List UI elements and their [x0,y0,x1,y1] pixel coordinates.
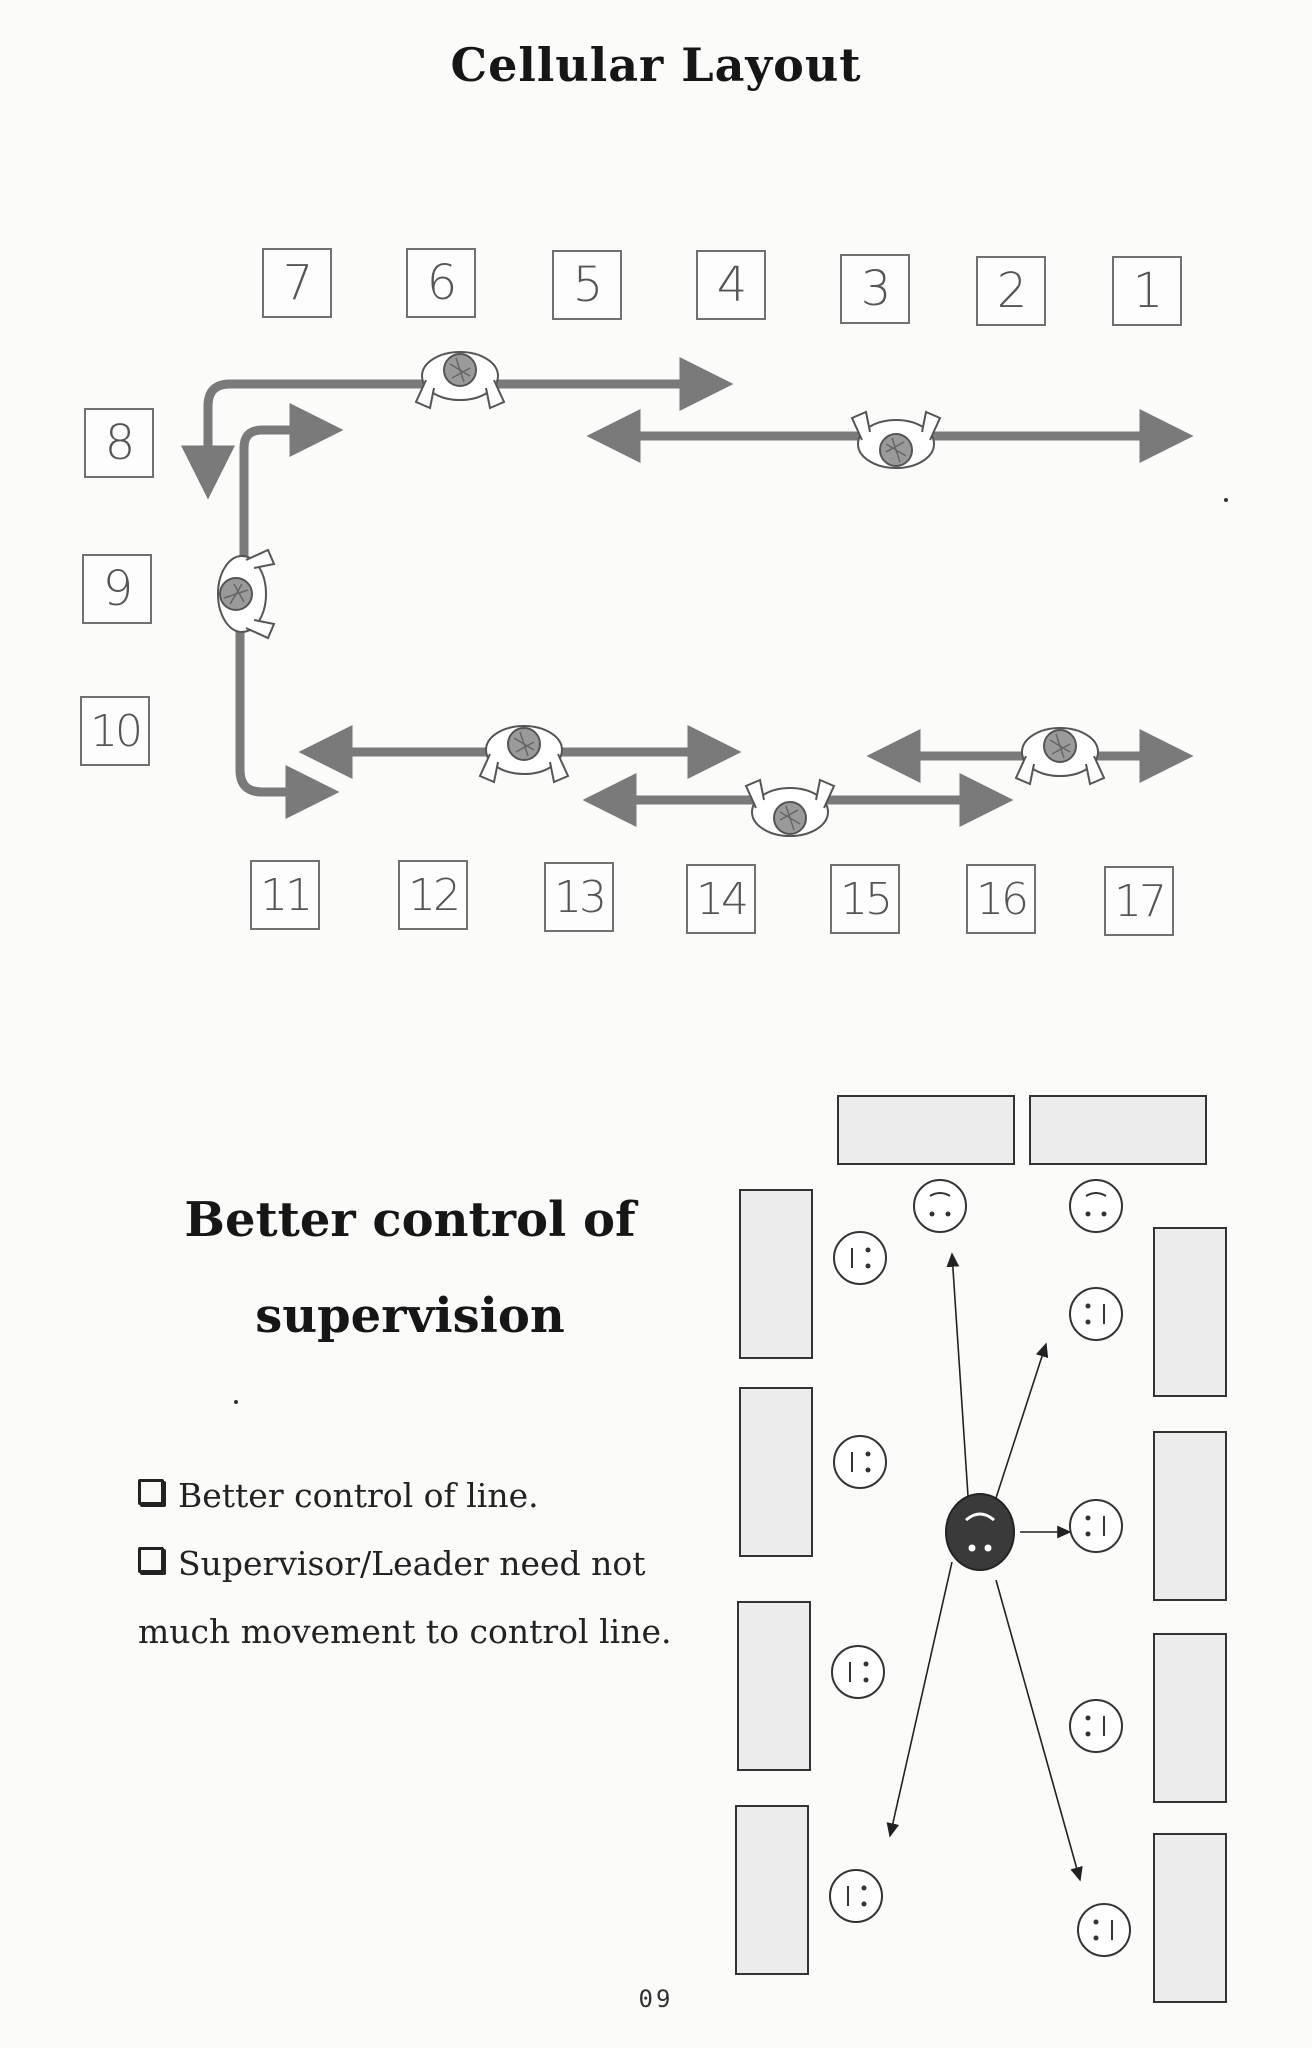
worker-icon [415,351,505,409]
flow-arrow-7-to-8 [181,379,560,500]
operator-face-icon [831,1645,885,1699]
operator-face-icon [1069,1179,1123,1233]
station-5: 5 [552,250,622,320]
table [837,1095,1015,1165]
bullet-item: Better control of line. [138,1462,698,1530]
supervision-line [946,1252,969,1497]
section-heading-line2: supervision [255,1288,565,1344]
supervision-line [995,1342,1049,1499]
station-8: 8 [84,408,154,478]
operator-face-icon [829,1869,883,1923]
worker-icon [1015,727,1105,785]
table [1029,1095,1207,1165]
checkbox-bullet-icon [138,1547,164,1573]
operator-face-icon [1069,1699,1123,1753]
flow-arrow-9-up [239,403,344,560]
station-15: 15 [830,864,900,934]
station-11: 11 [250,860,320,930]
section-heading: Better control of supervision [140,1172,680,1364]
station-12: 12 [398,860,468,930]
table [1153,1227,1227,1397]
flow-arrow-10-to-11 [235,560,340,819]
checkbox-bullet-icon [138,1479,164,1505]
worker-icon [479,725,569,783]
bullet-text: Better control of line. [178,1476,539,1515]
bullet-list: Better control of line. Supervisor/Leade… [138,1462,698,1666]
station-9: 9 [82,554,152,624]
table [739,1387,813,1557]
station-16: 16 [966,864,1036,934]
bullet-item: Supervisor/Leader need not much movement… [138,1530,698,1666]
table [1153,1833,1227,2003]
supervision-line [995,1579,1083,1882]
worker-icon [217,549,275,639]
table [737,1601,811,1771]
worker-icon [745,779,835,837]
stray-dot [234,1400,238,1404]
page-number: 09 [638,1985,674,2013]
table [739,1189,813,1359]
supervision-diagram [735,1095,1227,2003]
operator-face-icon [833,1231,887,1285]
table [1153,1633,1227,1803]
worker-icon [851,411,941,469]
operator-face-icon [1069,1499,1123,1553]
station-2: 2 [976,256,1046,326]
station-7: 7 [262,248,332,318]
stray-dot [1224,498,1228,502]
operator-face-icon [1069,1287,1123,1341]
station-17: 17 [1104,866,1174,936]
station-3: 3 [840,254,910,324]
station-1: 1 [1112,256,1182,326]
operator-face-icon [1077,1903,1131,1957]
station-4: 4 [696,250,766,320]
operator-face-icon [833,1435,887,1489]
page-title: Cellular Layout [450,38,862,92]
station-13: 13 [544,862,614,932]
section-heading-line1: Better control of [184,1192,636,1248]
supervision-line [886,1561,953,1838]
operator-face-icon [913,1179,967,1233]
station-6: 6 [406,248,476,318]
supervisor-face-icon [945,1493,1015,1571]
table [735,1805,809,1975]
station-10: 10 [80,696,150,766]
bullet-text: Supervisor/Leader need not much movement… [138,1544,672,1651]
station-14: 14 [686,864,756,934]
table [1153,1431,1227,1601]
